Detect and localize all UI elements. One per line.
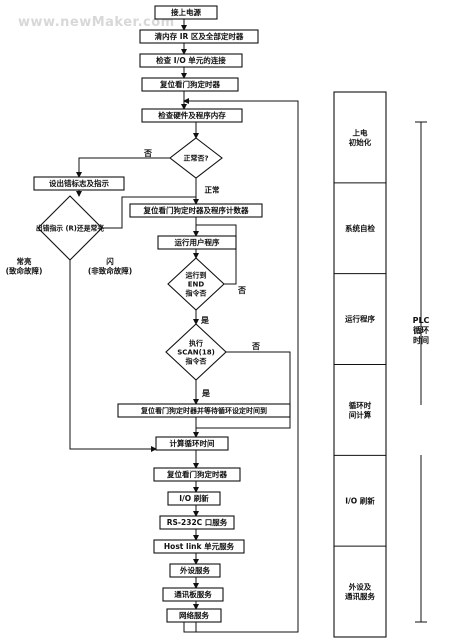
box-set-error-flag-label: 设出错标志及指示 [49, 178, 109, 188]
edge-end-no [196, 224, 237, 285]
box-reset-wd-wait: 复位看门狗定时器并等待循环设定时间到 [117, 403, 291, 418]
box-reset-wd-pc-box [129, 203, 263, 218]
box-check-io-label: 检查 I/O 单元的连接 [156, 55, 226, 65]
box-network: 网络服务 [166, 608, 222, 623]
box-clear-ir: 清内存 IR 区及全部定时器 [139, 29, 259, 44]
box-run-user: 运行用户程序 [157, 235, 237, 250]
box-comm-board-box [162, 587, 224, 602]
box-power-on-label: 接上电源 [171, 7, 201, 17]
stage-item: I/O 刷新 [345, 495, 375, 505]
box-rs232: RS-232C 口服务 [159, 515, 235, 530]
box-network-label: 网络服务 [179, 610, 209, 620]
box-peripheral: 外设服务 [169, 563, 221, 578]
box-check-io: 检查 I/O 单元的连接 [139, 53, 243, 68]
decision-error-indicator-shape [37, 195, 103, 261]
box-run-user-label: 运行用户程序 [175, 237, 220, 247]
stage-item: 系统自检 [345, 223, 375, 233]
stage-item: 外设及通讯服务 [345, 582, 375, 602]
box-check-io-box [139, 53, 243, 68]
box-clear-ir-label: 清内存 IR 区及全部定时器 [155, 31, 244, 41]
box-reset-wd-2-box [153, 467, 241, 482]
box-reset-wd-pc-label: 复位看门狗定时器及程序计数器 [143, 205, 249, 215]
box-calc-cycle-label: 计算循环时间 [170, 438, 215, 448]
label-scan-yes: 是 [201, 388, 210, 398]
box-comm-board-label: 通讯板服务 [174, 589, 212, 599]
label-normal-no: 否 [143, 149, 152, 158]
box-reset-wd-2: 复位看门狗定时器 [153, 467, 241, 482]
label-scan-no: 否 [251, 342, 260, 351]
label-indicator-flash: 闪(非致命故障) [88, 256, 132, 276]
box-power-on-box [154, 5, 218, 20]
box-clear-ir-box [139, 29, 259, 44]
stage-item: 运行程序 [345, 314, 375, 324]
box-reset-wd-pc: 复位看门狗定时器及程序计数器 [129, 203, 263, 218]
label-normal-yes: 正常 [205, 185, 220, 195]
box-rs232-label: RS-232C 口服务 [167, 517, 228, 527]
box-calc-cycle: 计算循环时间 [155, 436, 229, 451]
box-set-error-flag-box [33, 176, 125, 191]
box-reset-wd-wait-label: 复位看门狗定时器并等待循环设定时间到 [140, 406, 267, 415]
watermark-text: www.newMaker.com [18, 15, 175, 30]
decision-normal-shape [169, 137, 223, 179]
box-reset-wd-1: 复位看门狗定时器 [141, 77, 239, 92]
label-end-no: 否 [237, 286, 246, 295]
box-network-box [166, 608, 222, 623]
decision-error-indicator: 出错指示 (R)还是常亮 [36, 195, 104, 261]
box-host-link-box [153, 539, 245, 554]
decision-scan-shape [165, 323, 227, 381]
stage-item: 上电初始化 [349, 127, 372, 147]
box-rs232-box [159, 515, 235, 530]
decision-error-indicator-label: 出错指示 (R)还是常亮 [36, 223, 104, 232]
label-indicator-solid: 常亮(致命故障) [6, 256, 43, 276]
label-end-yes: 是 [200, 315, 209, 325]
box-power-on: 接上电源 [154, 5, 218, 20]
box-reset-wd-1-box [141, 77, 239, 92]
decision-normal-label: 正常否? [183, 153, 208, 162]
decision-end-shape [167, 257, 225, 311]
box-calc-cycle-box [155, 436, 229, 451]
edge-indicator-flash [69, 260, 157, 452]
box-set-error-flag: 设出错标志及指示 [33, 176, 125, 191]
box-run-user-box [157, 235, 237, 250]
decision-normal: 正常否? [169, 137, 223, 179]
edge-indicator-solid-join [102, 196, 196, 229]
box-io-refresh-label: I/O 刷新 [179, 493, 209, 503]
box-io-refresh: I/O 刷新 [167, 491, 221, 506]
box-host-link: Host link 单元服务 [153, 539, 245, 554]
box-peripheral-box [169, 563, 221, 578]
box-reset-wd-1-label: 复位看门狗定时器 [159, 79, 220, 89]
edge-normal-no [76, 157, 170, 178]
box-check-hw: 检查硬件及程序内存 [141, 108, 243, 123]
box-reset-wd-wait-box [117, 403, 291, 418]
box-reset-wd-2-label: 复位看门狗定时器 [166, 469, 227, 479]
box-comm-board: 通讯板服务 [162, 587, 224, 602]
box-io-refresh-box [167, 491, 221, 506]
box-host-link-label: Host link 单元服务 [164, 541, 235, 551]
flow-connectors [69, 19, 299, 633]
edge-scan-no [196, 351, 291, 429]
box-peripheral-label: 外设服务 [180, 565, 210, 575]
box-check-hw-box [141, 108, 243, 123]
box-check-hw-label: 检查硬件及程序内存 [158, 110, 226, 120]
edge-cycle-return [183, 98, 299, 633]
stage-item: 循环时间计算 [349, 400, 372, 420]
